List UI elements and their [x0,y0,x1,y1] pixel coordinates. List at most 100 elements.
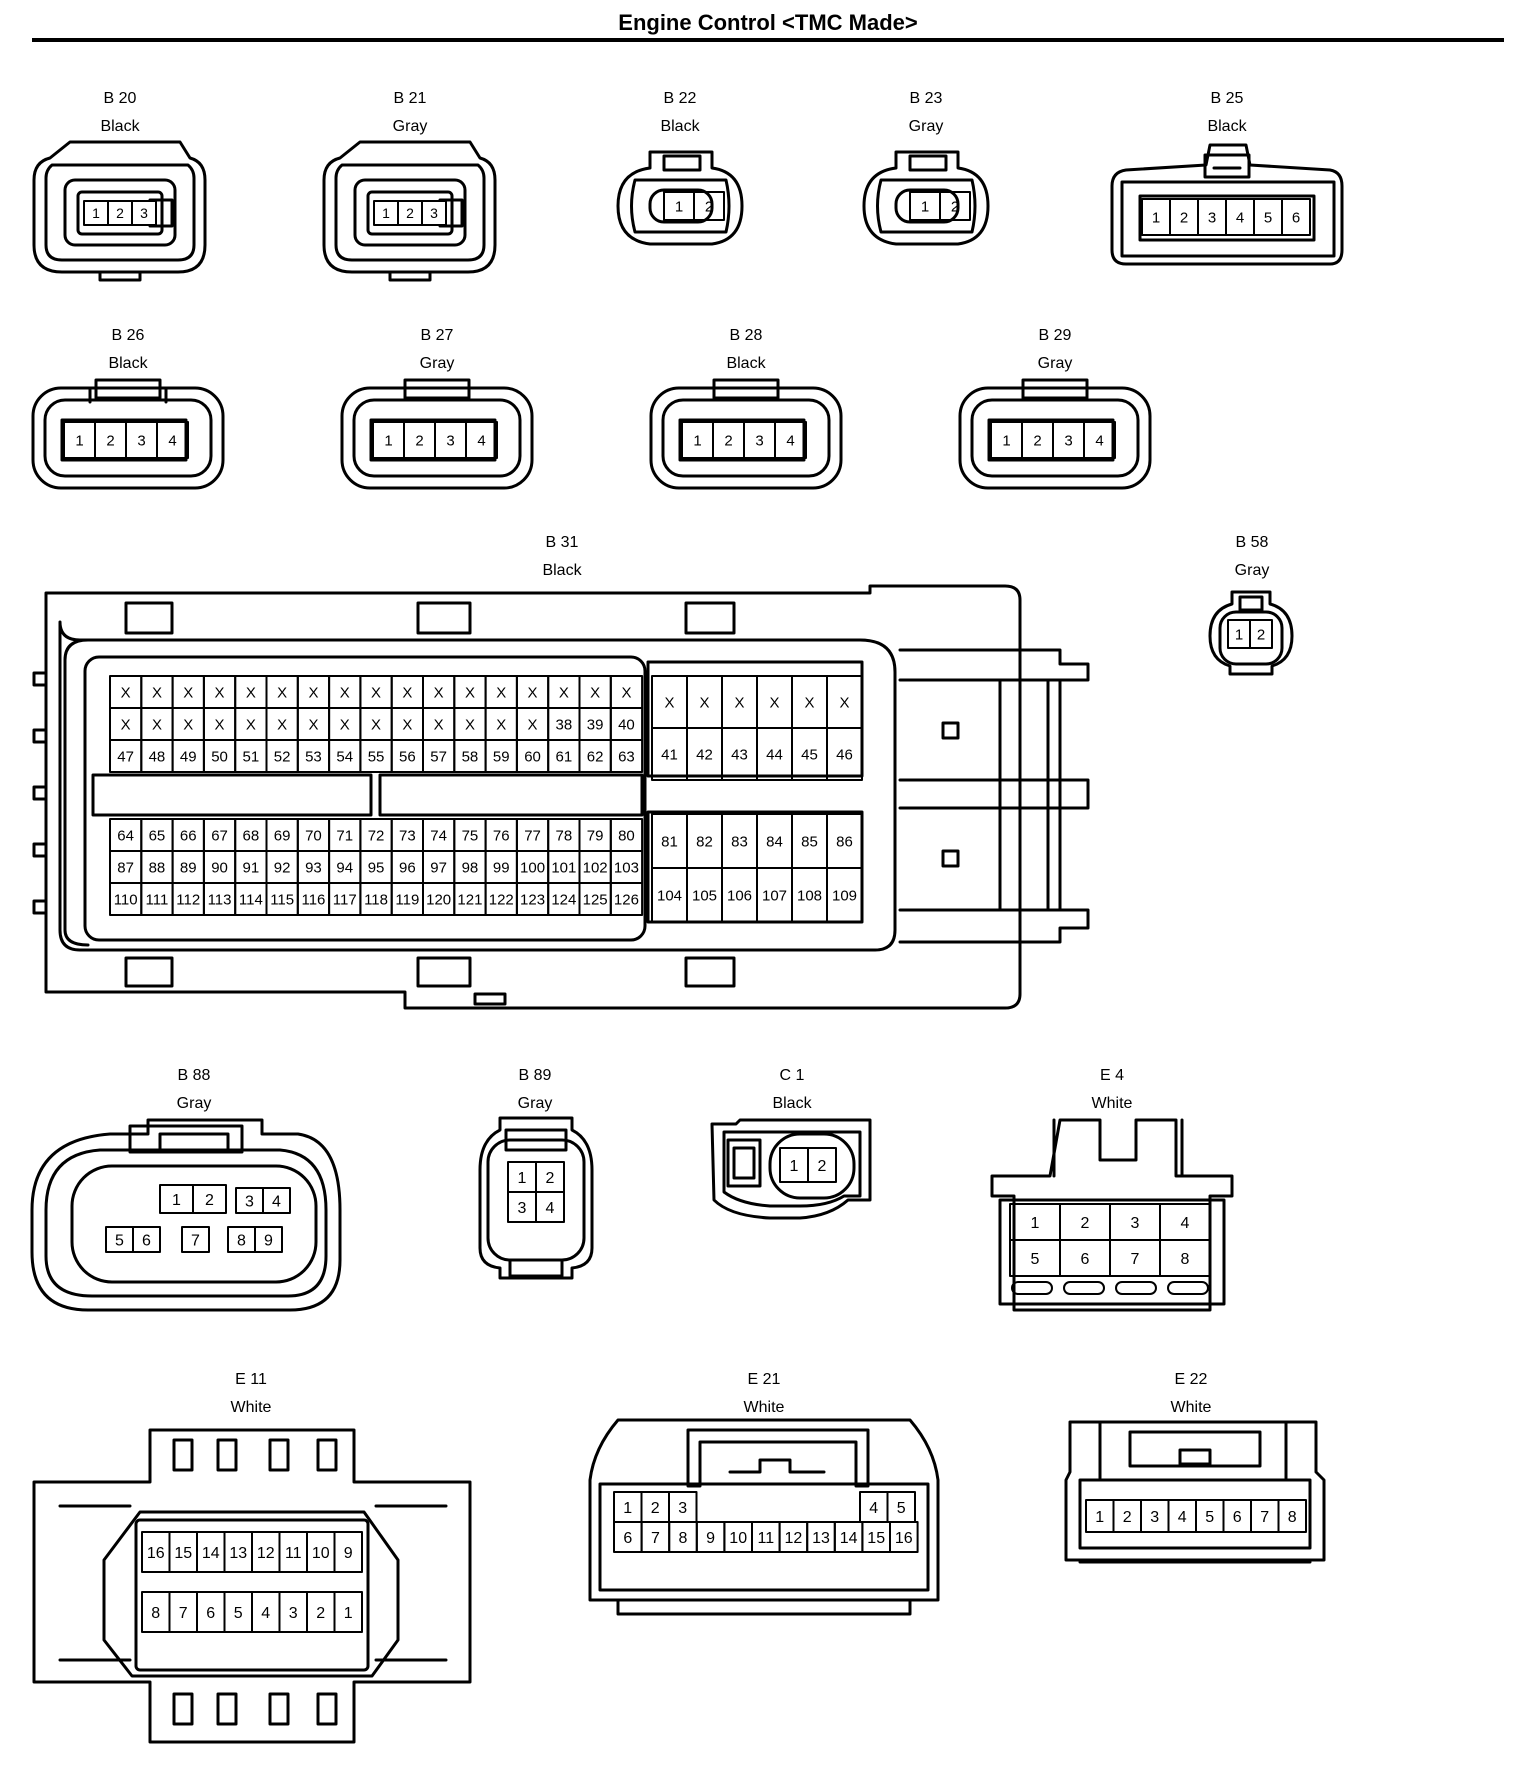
b88-color-label: Gray [176,1095,212,1112]
b23-pin-1: 1 [921,198,929,215]
b25-color-label: Black [1207,118,1247,135]
b21-pin-1: 1 [382,205,390,221]
b31-pin-u2-56: 56 [399,748,416,765]
b31-pin-rl1-109: 109 [832,887,857,904]
b88-pin-6-cell [132,1226,161,1253]
b26-pin-4: 4 [168,432,176,449]
c1-pin-2-cell [807,1147,837,1183]
e22-pin-5: 5 [1205,1509,1214,1526]
e21-color-label: White [743,1399,785,1416]
b31-pin-l1-103: 103 [614,859,639,876]
b89-pin-3: 3 [518,1200,527,1217]
b20-pin-3-cell [131,200,157,226]
e11-pin-2: 2 [316,1605,325,1622]
b89-color-label: Gray [517,1095,553,1112]
b20-pin-1: 1 [92,205,100,221]
e11-pin-11: 11 [285,1545,302,1562]
b31-pin-u1-x-13: X [528,716,538,733]
b88-pin-9: 9 [264,1232,273,1249]
b21-color-label: Gray [392,118,428,135]
e4-id-label: E 4 [1099,1067,1125,1084]
b26-pin-3: 3 [137,432,145,449]
connector-b22 [616,150,744,246]
b31-pin-u0-x-5: X [277,684,287,701]
b31-pin-u0-x-12: X [496,684,506,701]
b31-pin-u0-x-15: X [590,684,600,701]
b31-pin-u1-x-6: X [308,716,318,733]
b88-pin-1: 1 [172,1192,181,1209]
b25-pin-4: 4 [1236,209,1244,226]
b31-pin-u1-x-3: X [215,716,225,733]
b31-pin-u2-60: 60 [524,748,541,765]
e21-pin-13: 13 [812,1530,830,1547]
b31-pin-rl1-108: 108 [797,887,822,904]
b31-pin-l2-113: 113 [208,891,232,908]
e11-pin-14: 14 [202,1545,220,1562]
b31-pin-l0-71: 71 [336,827,353,844]
b31-pin-ru1-41: 41 [661,746,678,763]
b31-pin-u0-x-13: X [528,684,538,701]
b31-pin-l1-93: 93 [305,859,322,876]
b31-pin-l2-118: 118 [364,891,388,908]
b31-pin-u1-39: 39 [587,716,604,733]
connector-b20 [32,140,207,282]
b58-color-label: Gray [1234,562,1270,579]
b28-id-label: B 28 [729,327,763,344]
b31-pin-u1-40: 40 [618,716,635,733]
b31-pin-l1-87: 87 [117,859,134,876]
connector-b28 [649,378,843,490]
b21-id-label: B 21 [393,90,427,107]
b31-pin-l1-92: 92 [274,859,291,876]
b31-pin-u2-57: 57 [430,748,447,765]
b31-pin-u0-x-6: X [308,684,318,701]
e4-pin-2: 2 [1081,1215,1090,1232]
b31-pin-l2-124: 124 [551,891,576,908]
b31-pin-u1-x-4: X [246,716,256,733]
b88-pin-2: 2 [205,1192,214,1209]
e4-pin-8: 8 [1181,1251,1190,1268]
b31-pin-l2-120: 120 [426,891,451,908]
b23-pin-2: 2 [951,198,959,215]
b21-pin-3: 3 [430,205,438,221]
e21-pin-4: 4 [869,1500,878,1517]
b23-id-label: B 23 [909,90,943,107]
b31-pin-u2-58: 58 [462,748,479,765]
e21-pin-7: 7 [651,1530,660,1547]
e21-pin-5: 5 [897,1500,906,1517]
e21-pin-1: 1 [623,1500,632,1517]
b20-id-label: B 20 [103,90,137,107]
b31-pin-u0-x-3: X [215,684,225,701]
b31-pin-l1-88: 88 [149,859,166,876]
e21-pin-2: 2 [651,1500,660,1517]
e11-pin-1: 1 [344,1605,353,1622]
b31-pin-ru0-x-3: X [769,694,779,711]
e4-pin-5: 5 [1031,1251,1040,1268]
e21-pin-16-cell [889,1521,919,1553]
b31-pin-l1-89: 89 [180,859,197,876]
b28-pin-4: 4 [786,432,794,449]
b31-pin-u2-59: 59 [493,748,510,765]
b23-pin-2-cell [939,191,971,221]
b31-pin-l2-126-cell [609,882,644,916]
b89-pin-2: 2 [546,1170,555,1187]
b29-pin-2: 2 [1033,432,1041,449]
b25-pin-6-cell [1281,198,1311,236]
e11-pin-6: 6 [206,1605,215,1622]
connector-b58 [1208,590,1294,676]
b31-pin-l1-95: 95 [368,859,385,876]
b88-pin-9-cell [254,1226,283,1253]
connector-b25 [1110,143,1344,266]
b31-pin-u0-x-11: X [465,684,475,701]
e21-pin-12: 12 [785,1530,803,1547]
b31-pin-rl1-109-cell [826,867,863,923]
b31-pin-l2-125: 125 [583,891,608,908]
b31-pin-ru0-x-5: X [839,694,849,711]
b31-pin-u2-63-cell [609,739,644,773]
b89-pin-1: 1 [518,1170,527,1187]
b31-pin-rl0-86: 86 [836,833,853,850]
b88-pin-4-cell [262,1187,291,1214]
b31-pin-u0-x-9: X [402,684,412,701]
b31-pin-rl1-105: 105 [692,887,717,904]
c1-pin-1: 1 [790,1158,799,1175]
b28-pin-2: 2 [724,432,732,449]
